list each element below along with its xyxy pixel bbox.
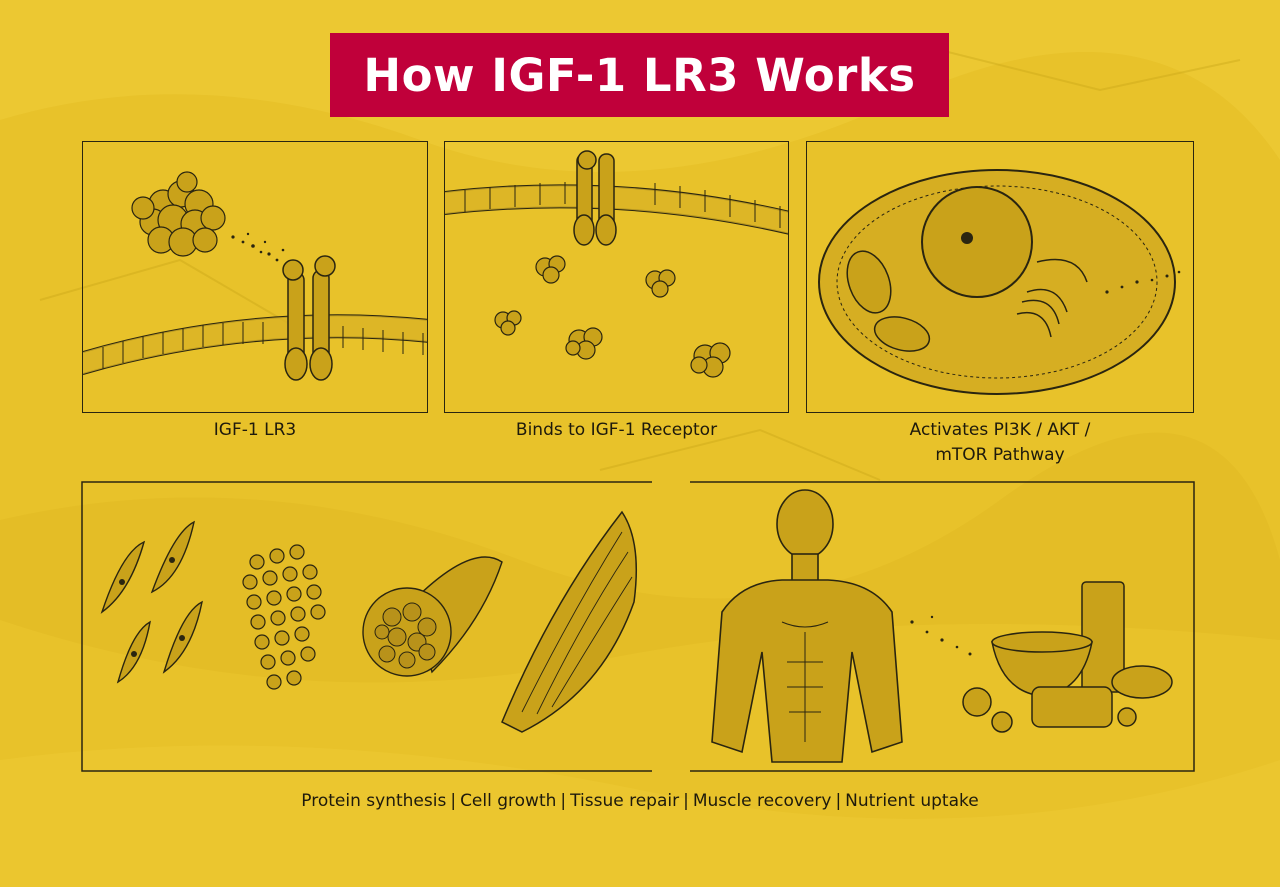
effect-separator: | <box>450 791 457 811</box>
cell-illustration <box>818 169 1181 395</box>
effect-separator: | <box>835 791 842 811</box>
effect-nutrient-uptake: Nutrient uptake <box>845 791 979 811</box>
effects-list: Protein synthesis|Cell growth|Tissue rep… <box>140 789 1140 813</box>
igf1-molecule-illustration <box>83 171 427 381</box>
panel-1-caption: IGF-1 LR3 <box>213 420 297 440</box>
title-banner: How IGF-1 LR3 Works <box>330 33 949 117</box>
effect-separator: | <box>683 791 689 811</box>
effects-illustration <box>100 489 1173 763</box>
panel-3-caption: Activates PI3K / AKT / mTOR Pathway <box>909 420 1091 465</box>
effect-protein-synthesis: Protein synthesis <box>301 791 447 811</box>
effect-tissue-repair: Tissue repair <box>570 791 680 811</box>
effect-cell-growth: Cell growth <box>460 791 557 811</box>
receptor-binding-illustration <box>445 150 788 378</box>
panel-igf1-lr3 <box>82 141 428 413</box>
panel-pathway <box>806 141 1194 413</box>
page-title: How IGF-1 LR3 Works <box>363 48 916 102</box>
effect-muscle-recovery: Muscle recovery <box>692 791 832 811</box>
panel-binds-receptor <box>444 141 789 413</box>
effect-separator: | <box>560 791 567 811</box>
panel-2-caption: Binds to IGF-1 Receptor <box>515 420 718 440</box>
